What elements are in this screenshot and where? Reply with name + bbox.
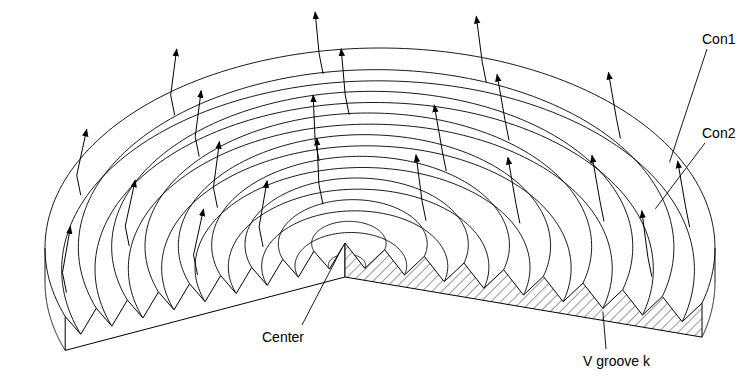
light-ray [592,155,604,221]
light-ray [194,209,204,275]
light-ray [125,180,135,246]
rim-side-edge [715,248,716,282]
cut-faces [65,243,702,350]
section-face [345,243,702,337]
light-ray [434,105,446,171]
rim-bottom-edge [702,282,715,337]
light-ray [213,142,219,208]
label-holder: Con2 [702,124,735,142]
light-ray [313,95,319,161]
leader-line [603,311,606,349]
light-ray [77,129,87,195]
valley-arc [95,103,653,327]
leader-line [655,143,705,209]
light-ray [259,181,267,247]
light-ray [341,49,349,115]
groove-arcs [45,48,715,334]
ridge-arc [245,178,468,267]
light-ray [315,12,323,74]
label-holder: Center [262,328,304,346]
light-ray [642,211,652,277]
light-ray [416,155,426,221]
label-holder: V groove k [583,352,650,370]
rim-bottom-edge [45,282,65,350]
part-label: Con1 [702,31,735,47]
light-rays [62,12,689,293]
label-holder: Con1 [702,30,735,48]
part-label: Center [262,329,304,345]
leader-lines [302,49,707,349]
part-label: Con2 [702,125,735,141]
ridge-arc [178,135,550,284]
light-ray [476,16,486,82]
light-ray [497,74,509,140]
leader-line [302,248,342,325]
ridge-arc [278,200,427,260]
ridge-arc [212,156,510,275]
cut-face [65,243,345,350]
light-ray [317,138,323,204]
light-ray [608,72,620,138]
light-ray [171,49,177,115]
rim-side-edge [45,248,46,282]
light-ray [508,157,520,223]
part-label: V groove k [583,353,650,369]
ridge-arc [312,221,386,251]
light-ray [62,227,70,293]
leader-line [670,49,707,162]
light-ray [195,91,201,157]
